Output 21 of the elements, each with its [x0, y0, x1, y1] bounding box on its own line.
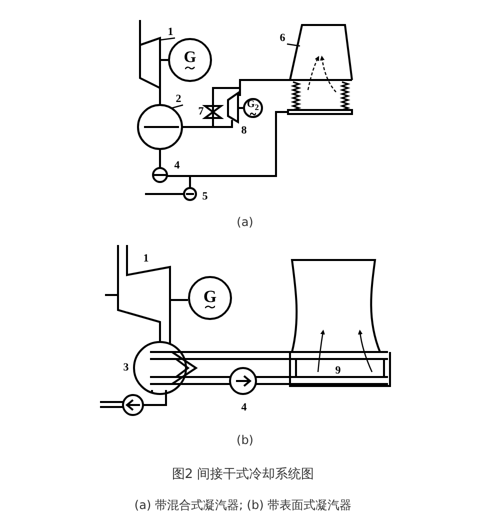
leader-line — [172, 104, 184, 109]
generator-circle: G$_{2}$ — [243, 98, 263, 118]
callout-number: 4 — [174, 160, 180, 172]
panel-label: (a) — [236, 216, 254, 228]
callout-number: 1 — [143, 254, 149, 264]
generator-circle: G — [188, 276, 232, 320]
callout-number: 9 — [335, 366, 341, 376]
callout-number: 6 — [278, 32, 287, 44]
callout-number: 7 — [198, 106, 204, 118]
panel-label: (b) — [236, 434, 254, 446]
generator-circle: G — [168, 38, 212, 82]
callout-number: 1 — [166, 26, 175, 38]
callout-number: 3 — [123, 362, 129, 374]
figure-title: 图2 间接干式冷却系统图 — [170, 466, 316, 483]
figure-caption: (a) 带混合式凝汽器; (b) 带表面式凝汽器 — [133, 497, 353, 514]
callout-number: 5 — [202, 192, 208, 202]
callout-number: 4 — [241, 402, 247, 414]
leader-line — [286, 43, 300, 47]
leader-line — [160, 37, 176, 41]
callout-number: 2 — [174, 93, 183, 105]
callout-number: 8 — [241, 126, 247, 136]
